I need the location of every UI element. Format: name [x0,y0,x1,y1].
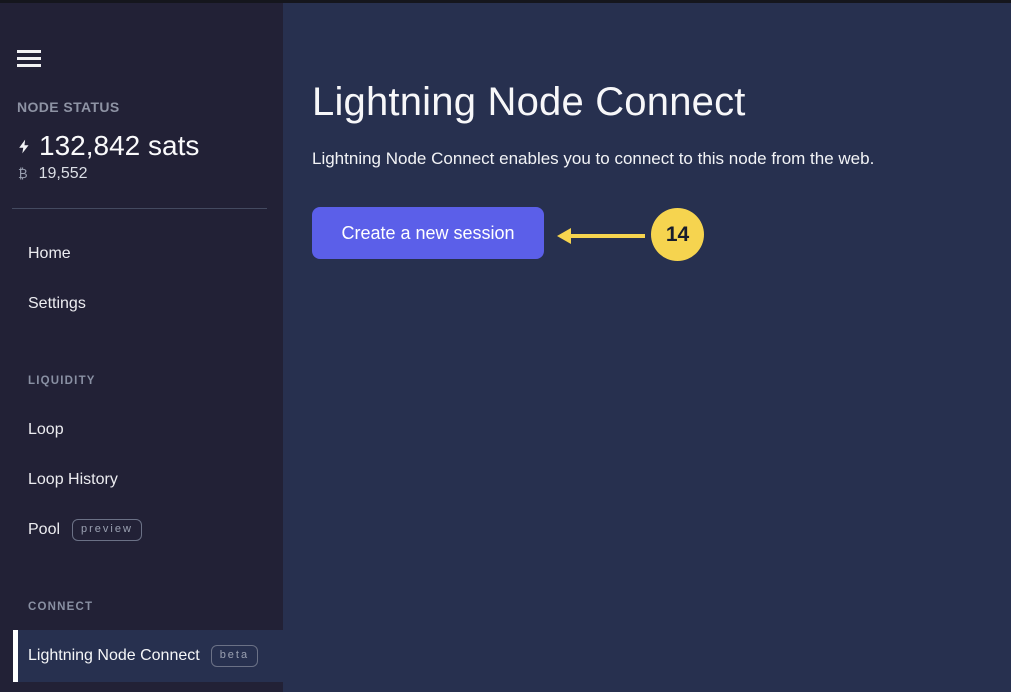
lightning-balance-value: 132,842 sats [39,130,200,161]
annotation-step-number: 14 [665,222,690,246]
sidebar-item-loop[interactable]: Loop [0,406,283,454]
page-subtitle: Lightning Node Connect enables you to co… [312,149,875,168]
onchain-balance-value: 19,552 [38,165,88,182]
sidebar-item-label: Loop [28,421,64,438]
sidebar-item-loop-history[interactable]: Loop History [0,456,283,504]
liquidity-section-heading: LIQUIDITY [28,375,96,387]
create-session-button[interactable]: Create a new session [312,207,544,259]
sidebar-item-settings[interactable]: Settings [0,280,283,328]
sidebar-item-label: Home [28,245,71,262]
node-status-heading: NODE STATUS [17,99,120,115]
beta-badge: beta [210,644,259,668]
sidebar-item-home[interactable]: Home [0,230,283,278]
sidebar-item-label: Settings [28,295,86,312]
window-top-edge [0,0,1011,3]
sidebar-item-lightning-node-connect[interactable]: Lightning Node Connect beta [13,630,283,682]
sidebar-item-pool[interactable]: Pool preview [0,506,283,554]
sidebar-item-label: Pool [28,521,61,538]
lightning-bolt-icon [17,138,32,155]
sidebar-item-label: Loop History [28,471,118,488]
bitcoin-icon: ₿ [18,167,28,182]
preview-badge: preview [72,518,142,542]
lightning-balance: 132,842 sats [17,130,199,162]
menu-icon[interactable] [17,50,41,67]
onchain-balance: ₿ 19,552 [18,165,88,183]
connect-section-heading: CONNECT [28,601,94,613]
page-title: Lightning Node Connect [312,80,746,124]
annotation-step-badge: 14 [651,208,704,261]
sidebar-divider [12,208,267,209]
sidebar-item-label: Lightning Node Connect [28,647,200,664]
sidebar: NODE STATUS 132,842 sats ₿ 19,552 Home S… [0,0,283,692]
main-content: Lightning Node Connect Lightning Node Co… [283,0,1011,692]
annotation-arrow-icon [557,228,645,244]
